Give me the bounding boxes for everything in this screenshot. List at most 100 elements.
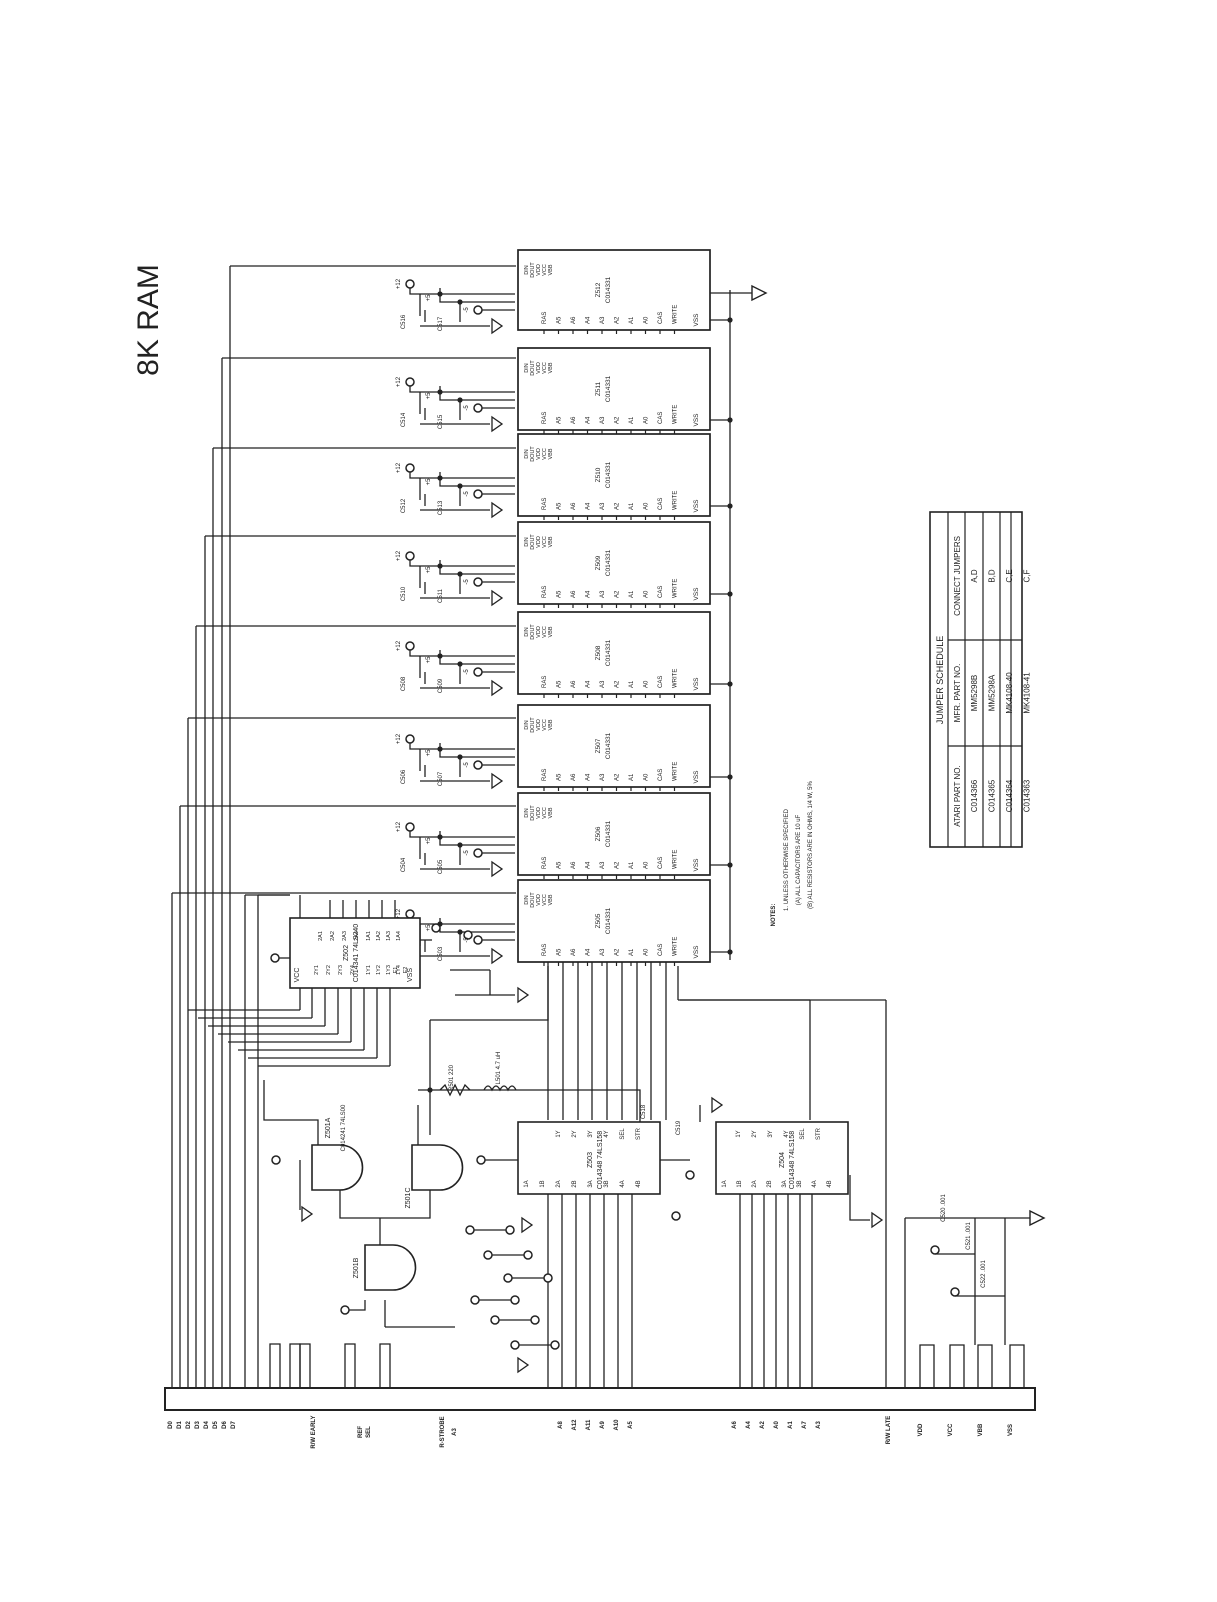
ram-pin-label: VCC (542, 807, 548, 819)
cap-label: C507 (438, 771, 444, 786)
ram-pin-label: A4 (586, 590, 592, 598)
mux-pin-label: STR (816, 1127, 822, 1140)
ram-pin-label: A0 (644, 502, 650, 510)
ram-pin-label: RAS (542, 586, 548, 598)
buffer-pin-label: 2Y1 (314, 965, 320, 975)
buffer-pin-label: 1Y3 (386, 965, 392, 975)
mux-pin-label: 1B (737, 1180, 743, 1187)
edge-signal-label: SEL (366, 1426, 372, 1438)
ram-pin-label: A5 (557, 590, 563, 598)
ram-pin-label: RAS (542, 769, 548, 781)
ram-pin-label: A6 (571, 590, 577, 598)
cap-label: C515 (438, 414, 444, 429)
supply-label: +12 (396, 462, 402, 473)
ram-vss-label: VSS (693, 858, 700, 872)
gate-z501b-ref: Z501B (353, 1257, 360, 1278)
jumper-cell: C014364 (1005, 779, 1014, 812)
jumper-cell: C014366 (970, 779, 979, 812)
ram-pin-label: A6 (571, 680, 577, 688)
mux-pin-label: 2Y (752, 1130, 758, 1137)
ram-pin-label: DIN (524, 808, 530, 818)
ram-pin-label: WRITE (673, 850, 679, 869)
edge-signal-label: D0 (168, 1421, 174, 1429)
buffer-pin-label: 2A3 (342, 931, 348, 941)
gate-z501a-ref: Z501A (325, 1117, 332, 1138)
ram-pin-label: VDD (536, 362, 542, 374)
ram-pin-label: A6 (571, 948, 577, 956)
edge-signal-label: A8 (558, 1421, 564, 1429)
ram-pin-label: A3 (600, 316, 606, 324)
ram-pin-label: A3 (600, 773, 606, 781)
supply-label: -5 (464, 850, 470, 856)
ram-pin-label: DOUT (530, 446, 536, 462)
ram-pin-label: DOUT (530, 805, 536, 821)
supply-label: +5 (426, 478, 432, 486)
jumper-cell: MM5298B (970, 675, 979, 711)
buffer-pin-label: 1A2 (376, 931, 382, 941)
jumper-title: JUMPER SCHEDULE (935, 636, 945, 725)
notes-line-3: (B) ALL RESISTORS ARE IN OHMS, 1/4 W, 5% (808, 780, 814, 908)
ram-pin-label: A6 (571, 416, 577, 424)
c522-label: C522 .001 (981, 1260, 987, 1288)
mux-pin-label: 3Y (588, 1130, 594, 1137)
ram-pin-label: A4 (586, 502, 592, 510)
edge-signal-label: R/W EARLY (311, 1415, 317, 1448)
ram-pin-label: A0 (644, 773, 650, 781)
gate-z501c: Z501C (405, 1144, 464, 1209)
buffer-vcc: VCC (294, 968, 301, 983)
ram-pin-label: A4 (586, 773, 592, 781)
cap-label: C514 (401, 412, 407, 427)
ram-pin-label: VBB (548, 536, 554, 547)
mux-z504-ref: Z504 (779, 1152, 786, 1168)
ram-pin-label: A4 (586, 316, 592, 324)
ram-pin-label: DIN (524, 265, 530, 275)
ram-pin-label: CAS (658, 312, 664, 324)
edge-signal-label: R-STROBE (440, 1416, 446, 1447)
ram-pin-label: RAS (542, 676, 548, 688)
mux-pin-label: 4Y (604, 1130, 610, 1137)
supply-label: -5 (464, 762, 470, 768)
ram-pin-label: A4 (586, 416, 592, 424)
ram-pin-label: VCC (542, 626, 548, 638)
wiring (171, 265, 1046, 1388)
ram-vss-label: VSS (693, 945, 700, 959)
ram-pin-label: VDD (536, 719, 542, 731)
cap-label: C511 (438, 588, 444, 603)
jumper-cell: C014363 (1023, 779, 1032, 812)
ram-pin-label: A1 (629, 590, 635, 598)
ram-pin-label: DOUT (530, 717, 536, 733)
ram-pin-label: VDD (536, 894, 542, 906)
ram-pin-label: A6 (571, 861, 577, 869)
ram-pin-label: RAS (542, 312, 548, 324)
edge-signal-label: A6 (732, 1421, 738, 1429)
ram-pin-label: DIN (524, 627, 530, 637)
ram-pin-label: RAS (542, 412, 548, 424)
ram-pin-label: A5 (557, 861, 563, 869)
gate-z501a: Z501A C014241 74LS00 (311, 1104, 364, 1191)
ram-pin-label: A4 (586, 680, 592, 688)
ram-vss-label: VSS (693, 677, 700, 691)
ram-pin-label: A3 (600, 861, 606, 869)
ram-pin-label: VDD (536, 807, 542, 819)
ram-pin-label: A1 (629, 773, 635, 781)
cap-label: C513 (438, 500, 444, 515)
supply-label: -5 (464, 405, 470, 411)
buffer-pin-label: E1 (393, 967, 399, 974)
supply-label: +12 (396, 640, 402, 651)
buffer-pin-label: 2A1 (318, 931, 324, 941)
ram-pin-label: VBB (548, 807, 554, 818)
c519-label: C519 (676, 1120, 682, 1135)
ram-pin-label: A6 (571, 502, 577, 510)
mux-pin-label: 1Y (736, 1130, 742, 1137)
ram-pin-label: VCC (542, 719, 548, 731)
mux-pin-label: 2B (572, 1180, 578, 1187)
mux-pin-label: 3B (604, 1180, 610, 1187)
ram-pin-label: A1 (629, 948, 635, 956)
ram-pin-label: WRITE (673, 669, 679, 688)
mux-z503-ref: Z503 (587, 1152, 594, 1168)
supply-label: +12 (396, 278, 402, 289)
buffer-pin-label: 1Y2 (376, 965, 382, 975)
